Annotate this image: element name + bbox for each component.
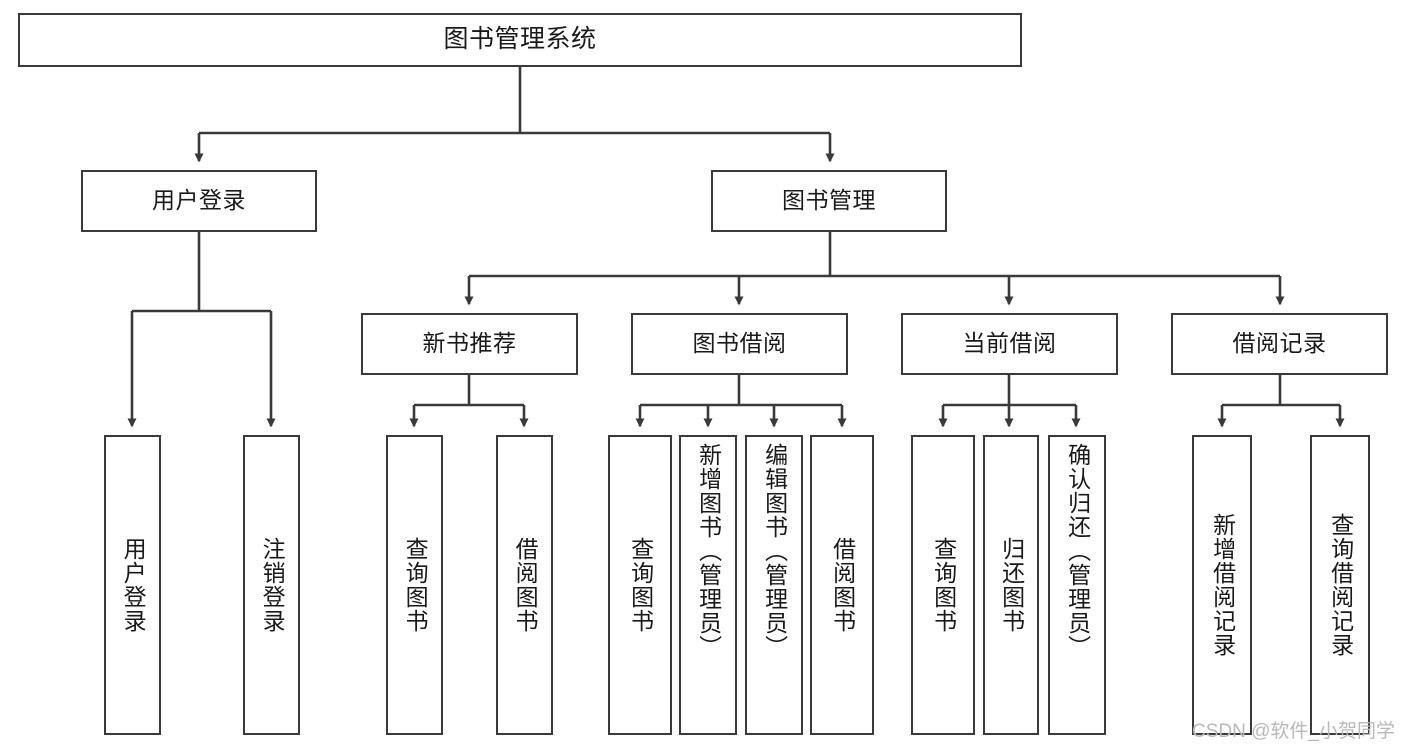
node-current-borrow[interactable]: 当前借阅 <box>901 313 1118 375</box>
edge-currentborrow-to-leaves <box>938 375 1081 428</box>
node-label: 借阅记录 <box>1232 330 1327 357</box>
node-label: 借阅图书 <box>829 537 856 633</box>
leaf-edit-book-admin[interactable]: 编辑图书（管理员） <box>745 435 803 735</box>
node-label: 查询借阅记录 <box>1327 513 1354 657</box>
node-label: 图书管理系统 <box>443 25 597 54</box>
node-borrow-record[interactable]: 借阅记录 <box>1171 313 1388 375</box>
node-label: 确认归还（管理员） <box>1064 443 1091 659</box>
leaf-return-book[interactable]: 归还图书 <box>983 435 1039 735</box>
node-user-login[interactable]: 用户登录 <box>81 170 317 232</box>
edge-userlogin-to-leaves <box>127 232 276 428</box>
leaf-confirm-return-admin[interactable]: 确认归还（管理员） <box>1048 435 1106 735</box>
leaf-query-book-borrow[interactable]: 查询图书 <box>608 435 672 735</box>
edge-borrowrecord-to-leaves <box>1217 375 1345 428</box>
node-label: 编辑图书（管理员） <box>761 443 788 659</box>
csdn-watermark: CSDN @软件_小贺同学 <box>1192 721 1395 742</box>
node-label: 图书借阅 <box>692 330 787 357</box>
edge-bookborrow-to-leaves <box>635 375 847 428</box>
node-label: 查询图书 <box>402 537 429 633</box>
node-label: 新增图书（管理员） <box>695 443 722 659</box>
leaf-borrow-book-recommend[interactable]: 借阅图书 <box>496 435 553 735</box>
node-book-management-system[interactable]: 图书管理系统 <box>18 13 1022 67</box>
node-new-book-recommend[interactable]: 新书推荐 <box>361 313 578 375</box>
node-label: 查询图书 <box>627 537 654 633</box>
node-label: 新增借阅记录 <box>1209 513 1236 657</box>
node-label: 注销登录 <box>259 537 286 633</box>
leaf-add-book-admin[interactable]: 新增图书（管理员） <box>679 435 737 735</box>
leaf-query-book-recommend[interactable]: 查询图书 <box>386 435 443 735</box>
edge-newbook-to-leaves <box>409 375 529 428</box>
node-label: 查询图书 <box>930 537 957 633</box>
leaf-query-book-current[interactable]: 查询图书 <box>911 435 975 735</box>
node-label: 新书推荐 <box>422 330 517 357</box>
node-label: 借阅图书 <box>512 537 539 633</box>
node-book-management[interactable]: 图书管理 <box>711 170 947 232</box>
leaf-logout[interactable]: 注销登录 <box>243 435 300 735</box>
node-label: 当前借阅 <box>962 330 1057 357</box>
node-book-borrow[interactable]: 图书借阅 <box>631 313 848 375</box>
node-label: 用户登录 <box>152 187 246 214</box>
leaf-borrow-book[interactable]: 借阅图书 <box>810 435 874 735</box>
node-label: 图书管理 <box>782 187 876 214</box>
edge-root-to-level2 <box>194 67 835 163</box>
node-label: 用户登录 <box>120 537 147 633</box>
edge-bookmgmt-to-level3 <box>464 232 1285 306</box>
leaf-user-login[interactable]: 用户登录 <box>104 435 161 735</box>
node-label: 归还图书 <box>998 537 1025 633</box>
leaf-add-borrow-record[interactable]: 新增借阅记录 <box>1192 435 1252 735</box>
leaf-query-borrow-record[interactable]: 查询借阅记录 <box>1310 435 1370 735</box>
